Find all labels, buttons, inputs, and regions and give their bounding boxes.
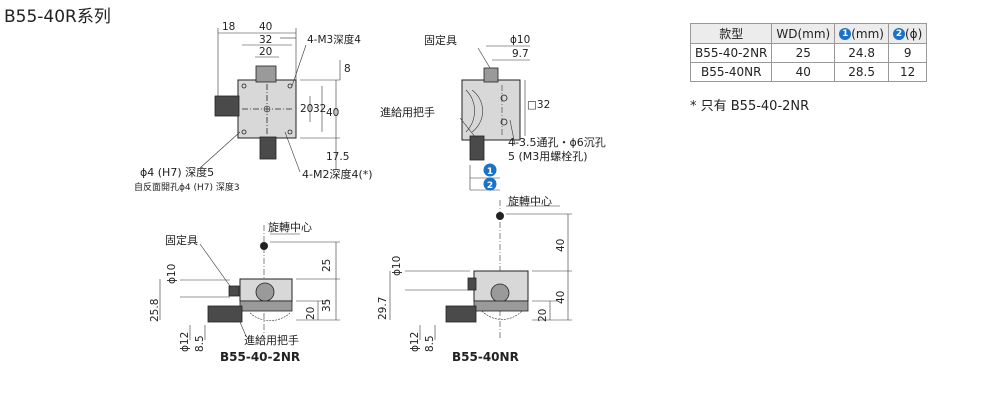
dim-label: 20 bbox=[537, 309, 549, 322]
dim-label: 17.5 bbox=[326, 151, 349, 163]
side-block bbox=[214, 95, 240, 117]
feed-handle-label: 進給用把手 bbox=[380, 105, 435, 119]
feed-handle-label: 進給用把手 bbox=[244, 333, 299, 347]
pin-hole-label: ϕ4 (H7) 深度5 bbox=[140, 165, 214, 179]
dim-label: ϕ12 bbox=[409, 332, 421, 352]
badge-1: 1 bbox=[839, 28, 852, 40]
table-cell: 9 bbox=[887, 43, 928, 63]
fixing-clamp-label: 固定具 bbox=[424, 33, 457, 47]
dim-label: 20 bbox=[305, 307, 317, 320]
fixing-clamp bbox=[483, 67, 499, 83]
dim-label: ϕ12 bbox=[179, 332, 191, 352]
front-view-2nr: 旋轉中心 固定具 ϕ10 25 25.8 20 35 ϕ12 8.5 進給用把手… bbox=[149, 220, 340, 364]
table-cell: 24.8 bbox=[834, 43, 889, 63]
dim-label: 25 bbox=[321, 259, 333, 272]
dim-label: ϕ10 bbox=[510, 34, 530, 46]
m3-tapped-label: 4-M3深度4 bbox=[307, 33, 361, 46]
dim-label: 35 bbox=[321, 299, 333, 312]
m2-tapped-label: 4-M2深度4(*) bbox=[302, 167, 373, 181]
side-view: 固定具 ϕ10 9.7 □32 進給用把手 4-3.5通孔・ϕ6沉孔 5 (M3… bbox=[380, 33, 606, 191]
dim-label: 29.7 bbox=[377, 297, 389, 320]
dim-label: 32 bbox=[259, 34, 272, 46]
top-view: 18 40 32 20 4-M3深度4 8 20 32 40 17.5 ϕ4 (… bbox=[134, 21, 373, 193]
dim-label: 8 bbox=[344, 63, 351, 75]
dim-label: ϕ10 bbox=[166, 264, 178, 284]
dim-label: 40 bbox=[259, 21, 272, 33]
fixing-clamp bbox=[255, 65, 277, 83]
table-row: B55-40-2NR 25 24.8 9 bbox=[689, 43, 928, 63]
col-dim-1: 1(mm) bbox=[834, 23, 889, 44]
col-model: 款型 bbox=[689, 23, 773, 44]
caption-2nr: B55-40-2NR bbox=[220, 350, 300, 364]
spec-table: 款型 WD(mm) 1(mm) 2(ϕ) B55-40-2NR 25 24.8 … bbox=[689, 23, 928, 82]
fixing-clamp bbox=[228, 285, 240, 297]
stage-base bbox=[239, 300, 293, 312]
col-dim-2: 2(ϕ) bbox=[887, 23, 928, 44]
feed-handle bbox=[259, 136, 277, 160]
fixing-clamp-label: 固定具 bbox=[165, 233, 198, 247]
rotation-center-label: 旋轉中心 bbox=[268, 220, 312, 234]
dim-label: ϕ10 bbox=[391, 256, 403, 276]
pin-hole-back-label: 自反面開孔ϕ4 (H7) 深度3 bbox=[134, 181, 240, 193]
badge-1-text: 1 bbox=[487, 167, 493, 177]
table-cell: B55-40-2NR bbox=[689, 43, 773, 63]
dim-label: 32 bbox=[313, 103, 326, 115]
fixing-clamp bbox=[467, 277, 477, 291]
table-cell: 12 bbox=[887, 62, 928, 82]
dim-label: 18 bbox=[222, 21, 235, 33]
spec-table-header: 款型 WD(mm) 1(mm) 2(ϕ) bbox=[689, 23, 928, 44]
dim-label: 8.5 bbox=[194, 335, 206, 352]
dim-label: 20 bbox=[300, 103, 313, 115]
table-cell: 40 bbox=[771, 62, 836, 82]
table-row: B55-40NR 40 28.5 12 bbox=[689, 62, 928, 82]
front-view-40nr: 旋轉中心 40 ϕ10 29.7 40 20 ϕ12 8.5 B55-40NR bbox=[377, 194, 572, 364]
rotation-center-label: 旋轉中心 bbox=[508, 194, 552, 208]
dim-label: 40 bbox=[555, 239, 567, 252]
badge-2: 2 bbox=[893, 28, 905, 40]
feed-handle bbox=[469, 135, 485, 161]
rotation-center-marker bbox=[260, 242, 268, 250]
through-hole-label: 4-3.5通孔・ϕ6沉孔 bbox=[508, 136, 606, 149]
dim-label: 25.8 bbox=[149, 299, 161, 322]
bolt-hole-label: 5 (M3用螺栓孔) bbox=[508, 149, 588, 163]
footnote: * 只有 B55-40-2NR bbox=[690, 99, 810, 114]
dim-label: 40 bbox=[555, 291, 567, 304]
dim-label: 8.5 bbox=[424, 335, 436, 352]
dim-label: 40 bbox=[326, 107, 339, 119]
dim-label: 9.7 bbox=[512, 48, 529, 60]
badge-2-text: 2 bbox=[487, 181, 493, 191]
stage-base bbox=[473, 300, 529, 312]
page-title: B55-40R系列 bbox=[4, 7, 111, 27]
badge-2 bbox=[483, 177, 497, 191]
table-cell: B55-40NR bbox=[689, 62, 773, 82]
table-cell: 25 bbox=[771, 43, 836, 63]
dim-label: 20 bbox=[259, 46, 272, 58]
rotation-center-marker bbox=[496, 212, 504, 220]
dim-label: □32 bbox=[527, 99, 550, 111]
table-cell: 28.5 bbox=[834, 62, 889, 82]
col-wd: WD(mm) bbox=[771, 23, 836, 44]
caption-40nr: B55-40NR bbox=[452, 350, 519, 364]
badge-1 bbox=[483, 163, 497, 177]
feed-handle bbox=[445, 305, 477, 323]
feed-handle bbox=[207, 305, 243, 323]
